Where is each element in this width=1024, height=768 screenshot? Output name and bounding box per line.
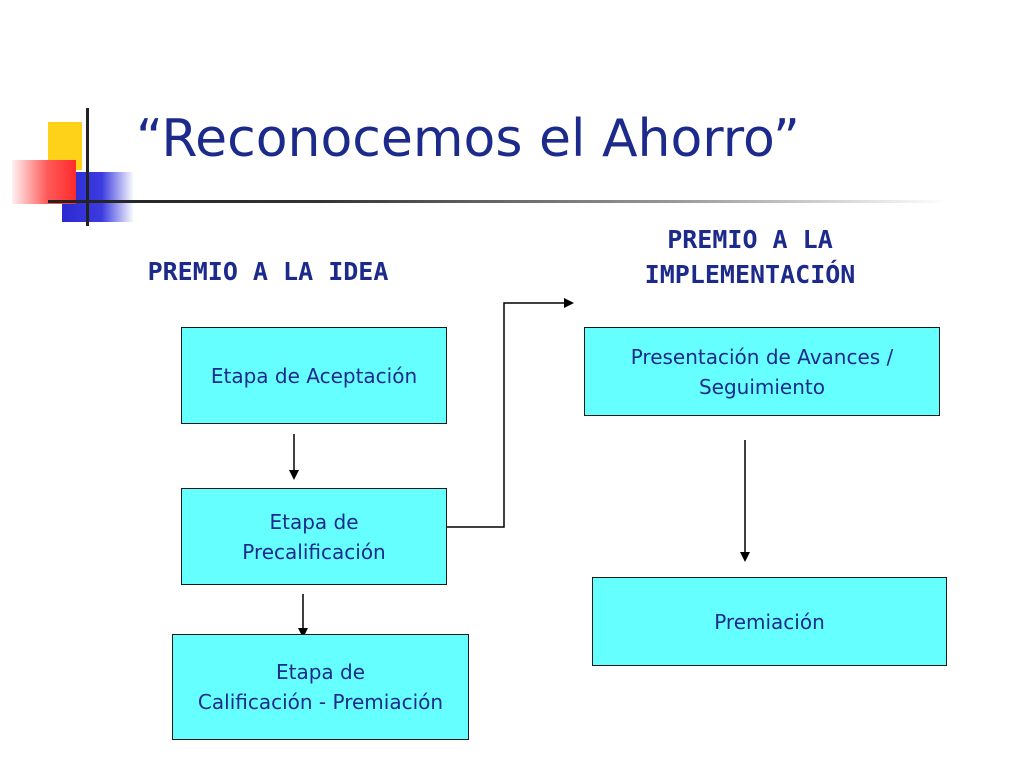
title-underline (48, 200, 948, 203)
box-etapa-precalificacion: Etapa de Precalificación (181, 488, 447, 585)
box-presentacion-avances: Presentación de Avances / Seguimiento (584, 327, 940, 416)
heading-premio-implementacion-line2: IMPLEMENTACIÓN (644, 260, 856, 289)
heading-premio-implementacion-line1: PREMIO A LA (667, 225, 833, 254)
box-etapa-calificacion: Etapa de Calificación - Premiación (172, 634, 469, 740)
box-etapa-aceptacion-text: Etapa de Aceptación (210, 363, 418, 388)
heading-premio-implementacion: PREMIO A LA IMPLEMENTACIÓN (560, 222, 940, 292)
decor-vertical-line (86, 108, 89, 226)
heading-premio-idea: PREMIO A LA IDEA (86, 254, 450, 289)
box-etapa-aceptacion: Etapa de Aceptación (181, 327, 447, 424)
arrow-precalificacion-to-avances (447, 298, 574, 528)
box-premiacion-text: Premiación (714, 609, 825, 634)
slide-title: “Reconocemos el Ahorro” (136, 109, 800, 169)
heading-premio-idea-text: PREMIO A LA IDEA (147, 257, 389, 286)
box-etapa-calificacion-text: Etapa de Calificación - Premiación (197, 660, 444, 714)
box-premiacion: Premiación (592, 577, 947, 666)
box-presentacion-avances-text: Presentación de Avances / Seguimiento (630, 344, 894, 399)
decor-red-square (12, 160, 76, 204)
box-etapa-precalificacion-text: Etapa de Precalificación (242, 509, 386, 564)
